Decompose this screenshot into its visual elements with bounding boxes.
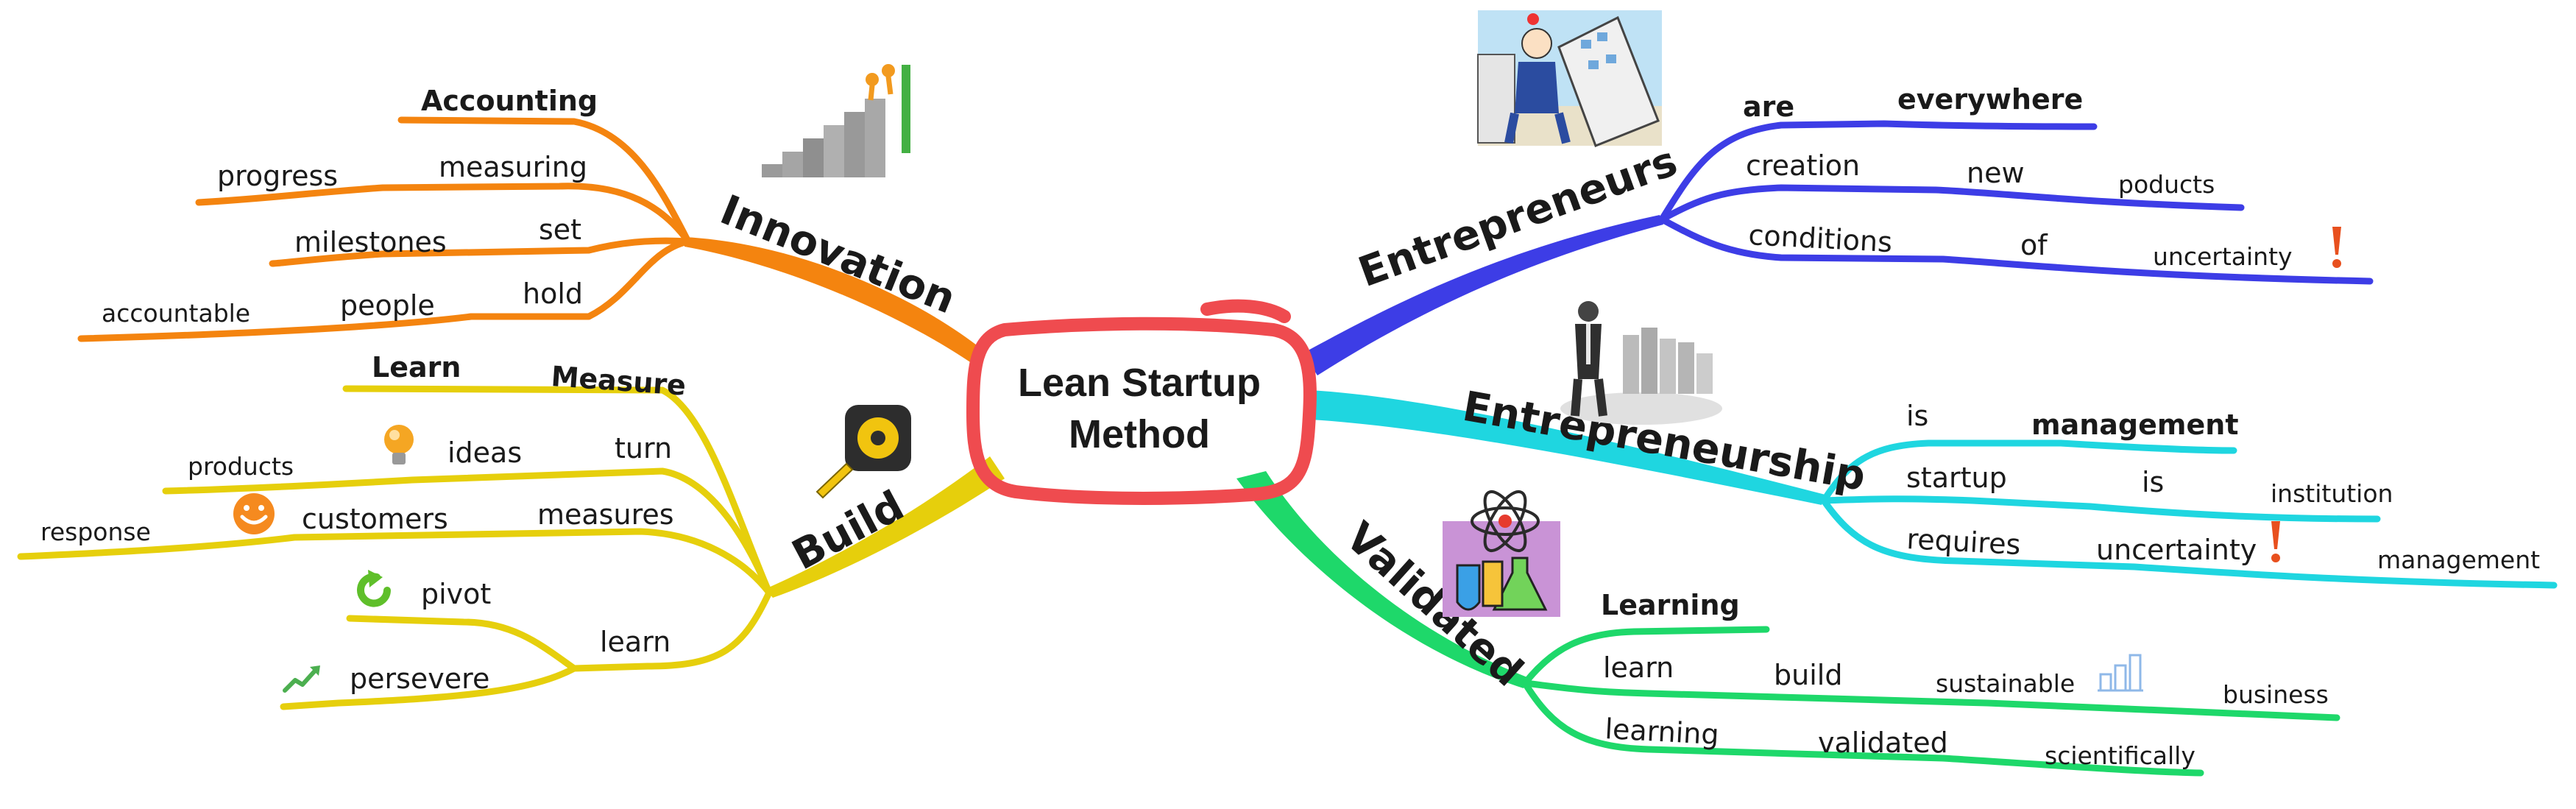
word-turn: turn (615, 432, 672, 464)
word-creation: creation (1746, 149, 1860, 182)
staircase-success-icon (762, 64, 910, 177)
word-conditions: conditions (1748, 219, 1894, 258)
word-learn-top: Learn (372, 351, 461, 384)
word-everywhere: everywhere (1897, 83, 2083, 116)
word-startup: startup (1906, 462, 2007, 494)
chemistry-lab-icon (1443, 490, 1560, 617)
innovation-limb-measuring (195, 183, 692, 245)
tape-measure-icon (815, 405, 911, 499)
word-customers: customers (302, 503, 448, 535)
validated-limb-learning-2 (1521, 679, 2204, 777)
central-node: Lean Startup Method (966, 299, 1317, 505)
entrepreneurs-main-branch (1303, 215, 1663, 375)
smiley-face-icon (233, 493, 275, 534)
word-uncertainty-2: uncertainty (2096, 534, 2257, 566)
word-measures: measures (537, 498, 674, 531)
innovation-limb-set (269, 237, 692, 267)
word-people: people (340, 289, 435, 322)
word-learn-v: learn (1603, 651, 1674, 684)
word-institution: institution (2271, 479, 2393, 508)
entrepreneurship-limb-is (1820, 439, 2237, 504)
innovation-main-branch (684, 237, 983, 368)
word-learning-top: Learning (1601, 589, 1740, 621)
office-man-building-icon (1477, 10, 1662, 147)
word-sustainable: sustainable (1936, 669, 2075, 698)
build-limb-learn (346, 589, 773, 672)
word-progress: progress (217, 160, 338, 192)
exclamation-icon (2271, 521, 2280, 562)
word-requires: requires (1906, 523, 2022, 561)
entrepreneurs-label: Entrepreneurs (1353, 138, 1684, 297)
word-of: of (2020, 229, 2048, 261)
word-new: new (1967, 157, 2025, 189)
innovation-limb-hold (77, 238, 692, 342)
word-set: set (539, 213, 581, 246)
word-learning: learning (1604, 713, 1720, 751)
entrepreneurship-limb-requires (1820, 497, 2558, 589)
word-hold: hold (523, 278, 583, 310)
businessman-chart-icon (1560, 301, 1722, 425)
central-ring (966, 299, 1317, 505)
entrepreneurship-main-branch (1310, 390, 1825, 505)
central-title-line1: Lean Startup (1018, 361, 1261, 405)
trend-arrow-icon (283, 665, 320, 693)
branch-validated: Validated Learning learn build sustainab… (1236, 471, 2340, 777)
word-validated: validated (1818, 727, 1948, 759)
innovation-limb-accounting (397, 116, 692, 245)
word-ideas: ideas (447, 437, 522, 469)
validated-limb-learn (1521, 679, 2340, 721)
word-accounting: Accounting (421, 85, 598, 117)
lightbulb-icon (384, 425, 414, 464)
word-uncertainty-1: uncertainty (2153, 242, 2293, 271)
word-management: management (2031, 409, 2239, 441)
validated-limb-learning (1521, 626, 1770, 687)
entrepreneurs-limb-are (1658, 120, 2098, 223)
word-management-2: management (2377, 545, 2540, 574)
word-accountable: accountable (102, 299, 250, 328)
word-persevere: persevere (350, 663, 489, 695)
word-scientifically: scientifically (2045, 741, 2195, 770)
central-title-line2: Method (1069, 412, 1210, 456)
branch-entrepreneurs: Entrepreneurs are everywhere creation ne… (1303, 83, 2374, 375)
build-limb-persevere (280, 665, 578, 710)
build-limb-measures (17, 528, 773, 596)
word-are: are (1743, 91, 1794, 123)
bar-chart-icon (2098, 654, 2143, 692)
word-milestones: milestones (294, 226, 447, 258)
word-build: build (1774, 659, 1842, 691)
word-poducts: poducts (2118, 170, 2215, 199)
entrepreneurs-limb-creation (1658, 184, 2245, 223)
build-limb-turn (162, 467, 773, 596)
pivot-arrow-icon (357, 570, 391, 607)
entrepreneurship-limb-startup (1820, 495, 2381, 523)
word-is: is (1906, 400, 1928, 432)
word-measuring: measuring (439, 151, 587, 183)
word-response: response (40, 517, 151, 546)
build-main-branch (765, 456, 1005, 598)
word-business: business (2223, 680, 2329, 709)
branch-build: Build Learn Measure turn ideas products … (17, 351, 1005, 710)
entrepreneurs-limb-conditions (1658, 216, 2374, 285)
word-learn: learn (600, 626, 670, 658)
exclamation-icon (2332, 227, 2341, 268)
word-products: products (188, 452, 294, 481)
word-measure: Measure (550, 360, 687, 402)
word-is-2: is (2142, 466, 2164, 498)
word-pivot: pivot (421, 578, 491, 610)
